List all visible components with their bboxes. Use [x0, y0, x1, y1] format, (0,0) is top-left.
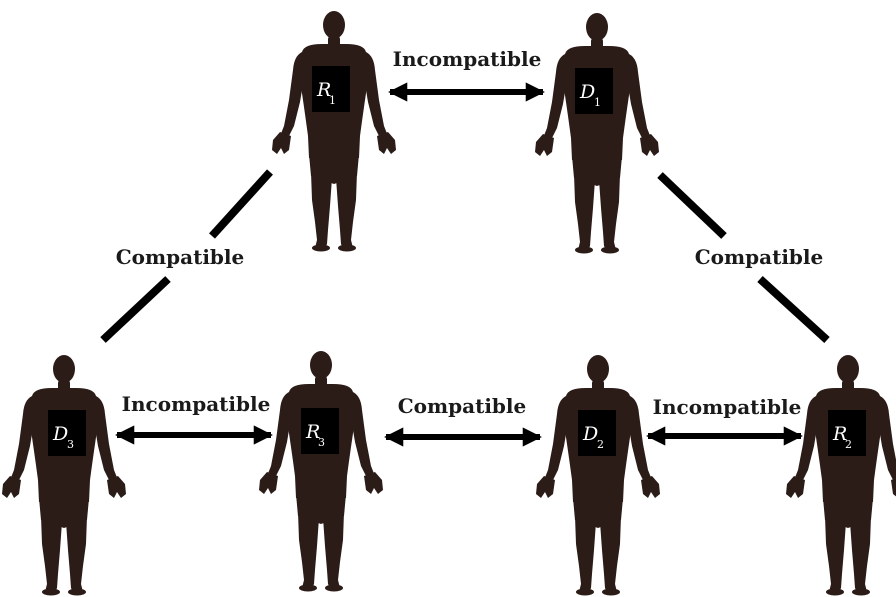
r2-label-sub: 2	[845, 438, 852, 451]
edge-d1-r2-line-lower	[760, 279, 827, 340]
r3-label-sub: 3	[318, 436, 325, 449]
edge-d1-r2-label: Compatible	[695, 245, 824, 269]
edge-d3-r3-label: Incompatible	[122, 392, 271, 416]
edge-r3-d2-label: Compatible	[398, 394, 527, 418]
edge-d2-r2-label: Incompatible	[653, 395, 802, 419]
edge-r1-d3-label: Compatible	[116, 245, 245, 269]
edge-d1-r2-line-upper	[660, 175, 724, 236]
d1-label-letter: D	[579, 81, 595, 103]
r1-label-sub: 1	[329, 94, 336, 107]
person-d1-figure: D 1	[535, 13, 659, 254]
d2-label-letter: D	[582, 423, 598, 445]
d3-label-letter: D	[52, 423, 68, 445]
d2-label-sub: 2	[597, 438, 604, 451]
edge-r1-d3-line-upper	[212, 172, 270, 236]
person-d2-figure: D 2	[536, 355, 660, 596]
edge-r1-d1-label: Incompatible	[393, 47, 542, 71]
d1-label-sub: 1	[594, 96, 601, 109]
edge-r1-d3-line-lower	[103, 279, 168, 340]
d3-label-sub: 3	[67, 438, 74, 451]
person-r1-figure: R 1	[272, 11, 396, 252]
person-r3-figure: R 3	[259, 351, 383, 592]
person-d3-figure: D 3	[2, 355, 126, 596]
person-r2-figure: R 2	[786, 355, 896, 596]
